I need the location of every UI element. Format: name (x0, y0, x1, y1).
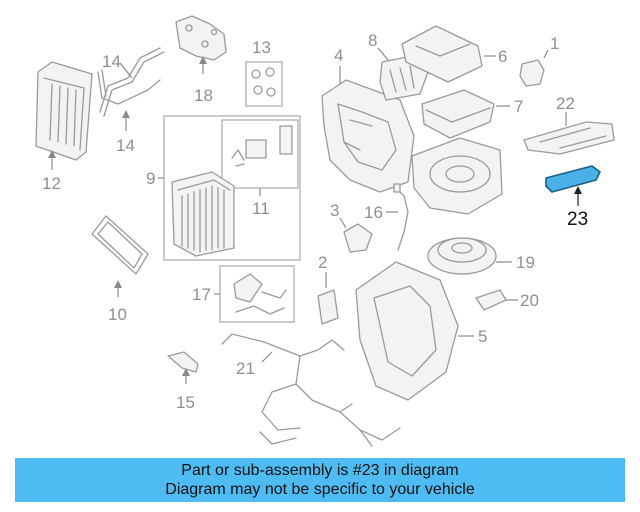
callout-16: 16 (364, 203, 383, 222)
part-19-blower-motor (427, 237, 497, 275)
callout-17: 17 (192, 285, 211, 304)
callout-3: 3 (330, 201, 339, 220)
callout-7: 7 (514, 97, 523, 116)
banner-line-2: Diagram may not be specific to your vehi… (165, 481, 475, 498)
callout-11: 11 (252, 199, 270, 218)
part-14-heater-pipes (97, 47, 165, 117)
callout-22: 22 (556, 94, 575, 113)
callout-9: 9 (146, 169, 155, 188)
part-15-bracket (167, 351, 199, 373)
part-12-heater-core (35, 61, 93, 161)
callout-21: 21 (236, 359, 255, 378)
part-2-bracket (317, 289, 339, 325)
part-9-box (163, 115, 301, 261)
part-18-bracket (175, 15, 227, 61)
callout-19: 19 (516, 253, 535, 272)
part-5-lower-case (355, 261, 459, 401)
info-banner: Part or sub-assembly is #23 in diagram D… (15, 458, 625, 502)
banner-line-1: Part or sub-assembly is #23 in diagram (181, 462, 459, 479)
callout-13: 13 (252, 38, 271, 57)
callout-12: 12 (42, 174, 61, 193)
callout-18: 18 (194, 86, 213, 105)
callout-4: 4 (334, 46, 343, 65)
callout-23: 23 (567, 209, 588, 230)
part-16-sensor (393, 183, 409, 251)
part-10-gasket-frame (91, 215, 149, 275)
part-13-grommets (251, 67, 276, 97)
part-6-duct-cover (401, 25, 483, 83)
callout-14-bottom: 14 (116, 136, 135, 155)
callout-6: 6 (498, 47, 507, 66)
callout-20: 20 (520, 291, 539, 310)
callout-8: 8 (368, 31, 377, 50)
callout-10: 10 (108, 305, 127, 324)
part-3-actuator (343, 223, 373, 253)
part-13-box (245, 61, 283, 107)
part-1-clip (519, 59, 545, 87)
part-7-filter (421, 89, 495, 139)
callout-5: 5 (478, 327, 487, 346)
part-20-module (475, 289, 507, 311)
callout-14-top: 14 (102, 52, 121, 71)
part-17-actuator (233, 273, 287, 315)
part-9-evaporator (171, 171, 235, 257)
callout-1: 1 (550, 34, 559, 53)
callout-15: 15 (176, 393, 195, 412)
part-21-wire-harness (221, 333, 401, 447)
part-11-expansion-valve (231, 125, 293, 167)
part-blower-housing (411, 137, 503, 215)
part-23-highlighted (545, 165, 601, 193)
part-22-duct (523, 121, 615, 155)
callout-2: 2 (318, 253, 327, 272)
